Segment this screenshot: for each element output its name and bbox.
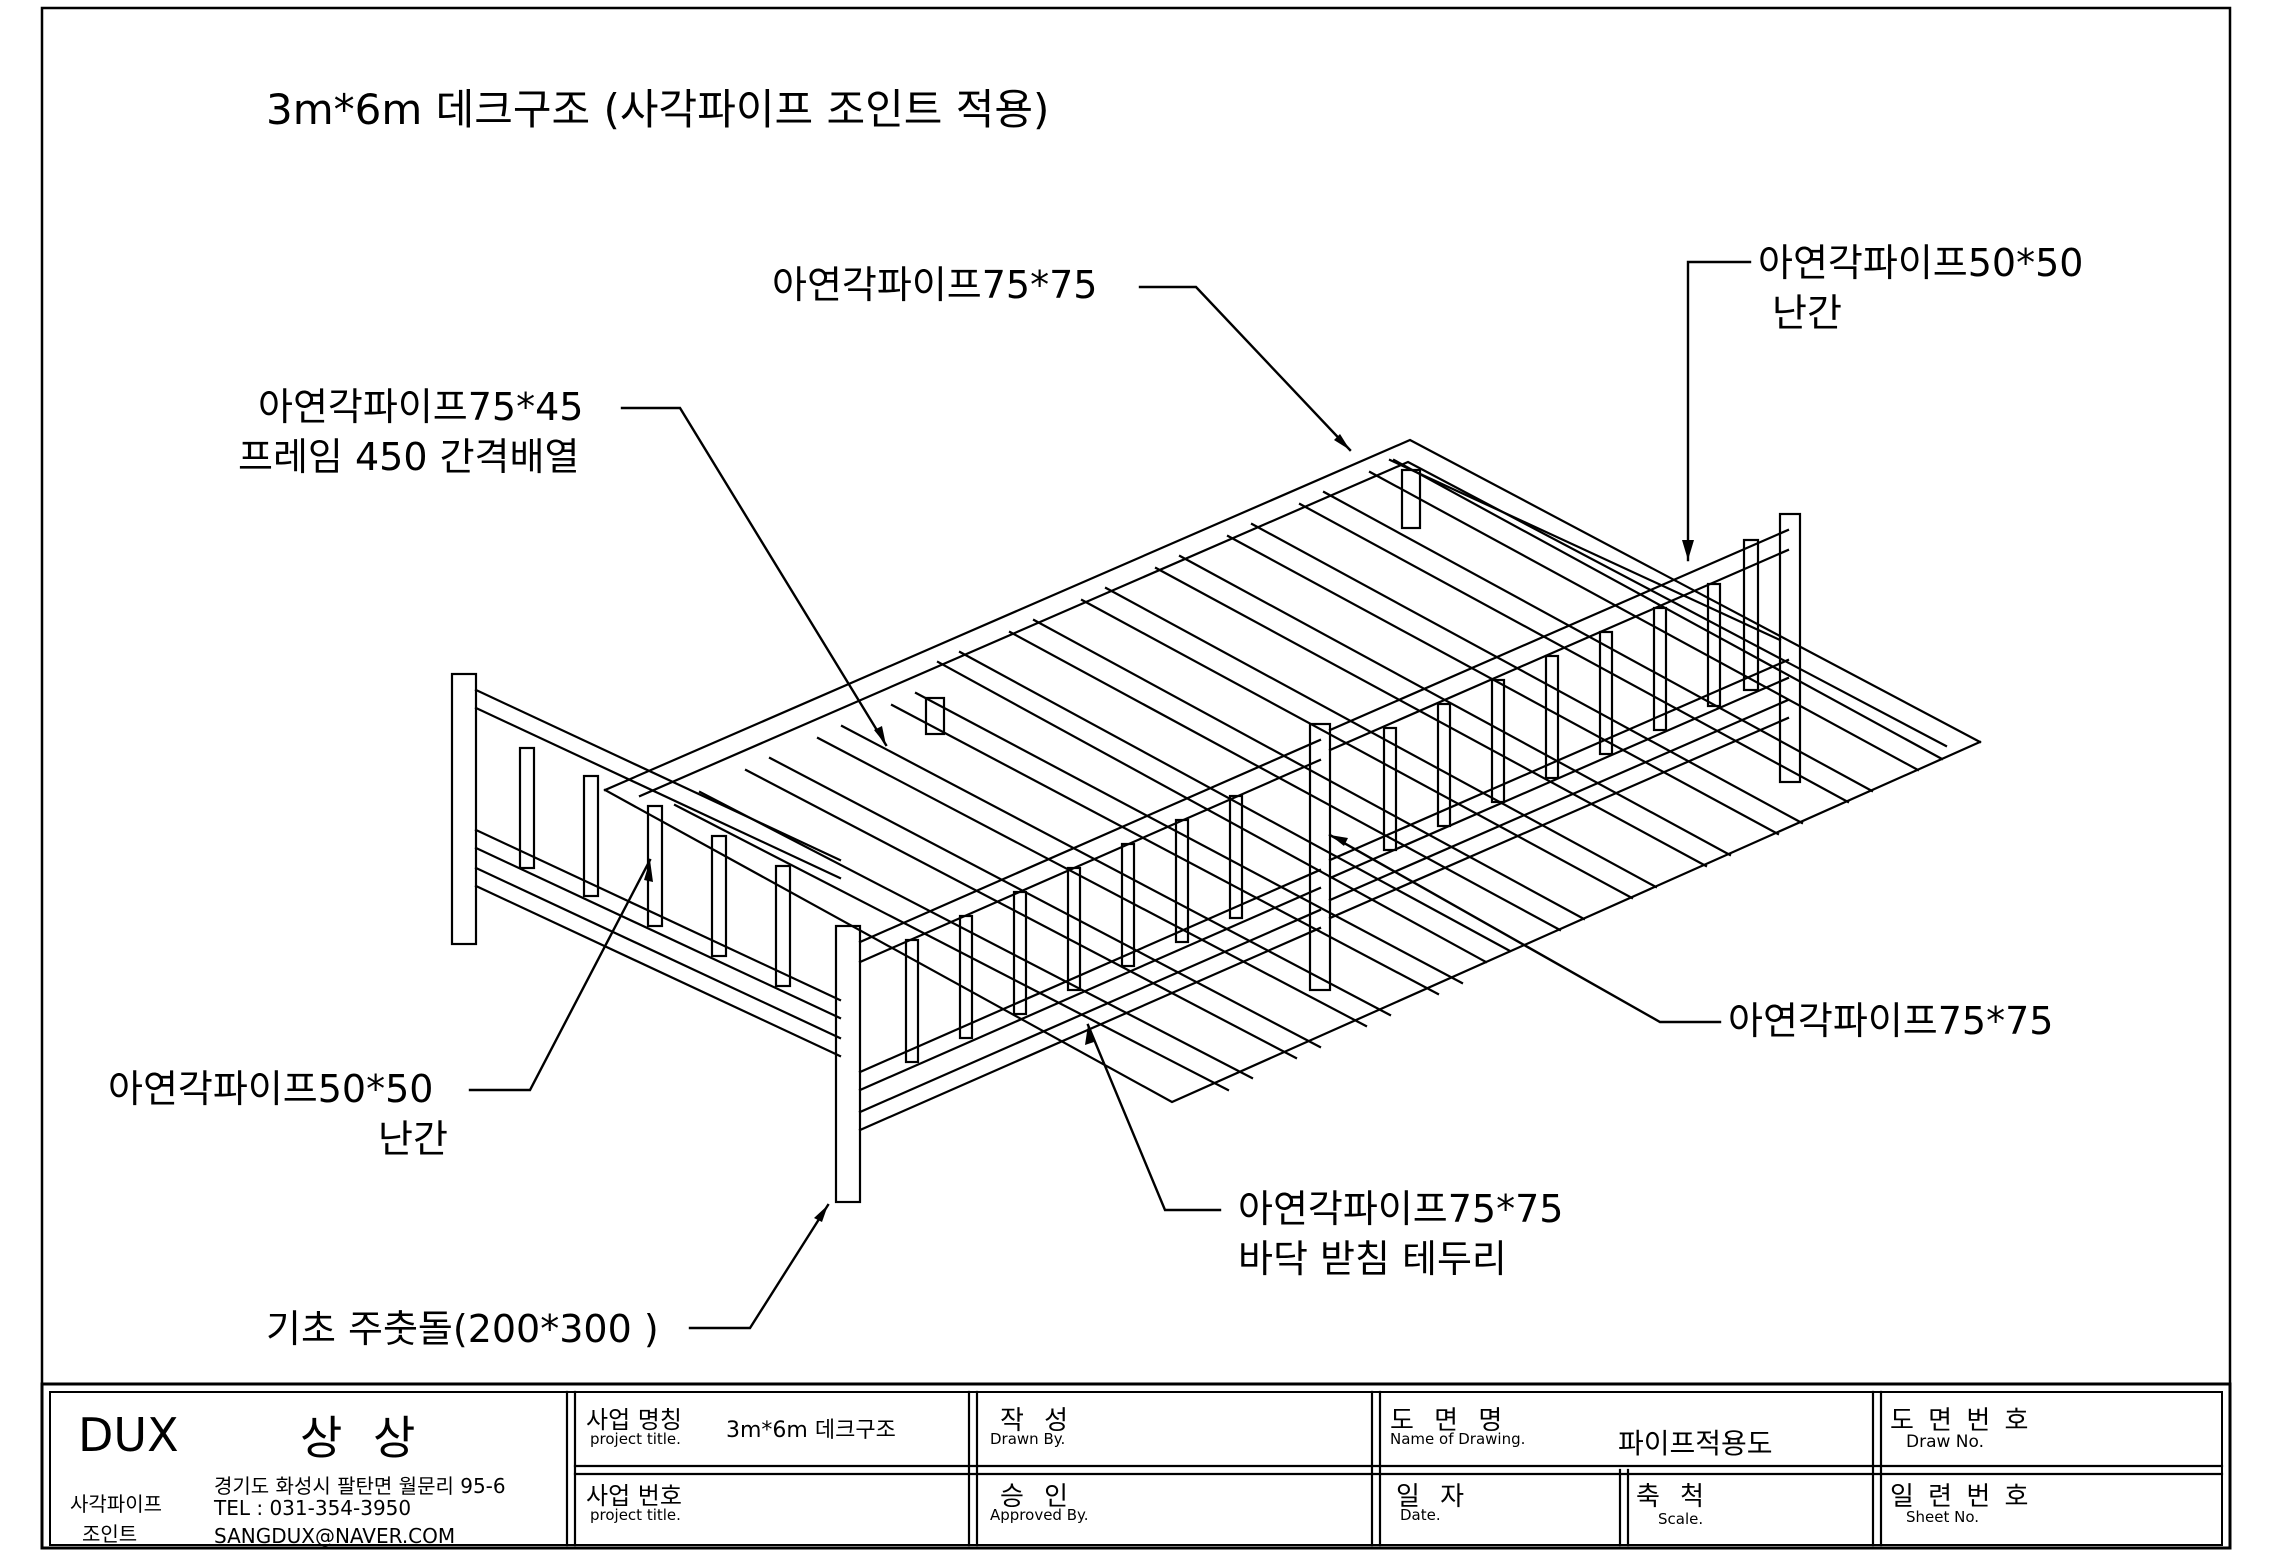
callout-frame-spacing: 프레임 450 간격배열 [238, 435, 580, 479]
brand-line-1: 사각파이프 [70, 1492, 162, 1516]
callout-rail-left-spec: 아연각파이프50*50 [108, 1067, 434, 1111]
approved-by-label: 승 인 [1000, 1482, 1075, 1512]
callout-top-beam: 아연각파이프75*75 [772, 263, 1098, 307]
approved-by-sub: Approved By. [990, 1506, 1089, 1524]
arrowheads [644, 434, 1694, 1222]
title-block-border [40, 1382, 2232, 1550]
project-name-label: 사업 명칭 [586, 1406, 682, 1434]
callout-rail-right-spec: 아연각파이프50*50 [1758, 241, 2084, 285]
front-railing-2 [1328, 528, 1790, 920]
drawing-name-sub: Name of Drawing. [1390, 1430, 1526, 1448]
leader-rail-left [468, 858, 652, 1092]
company-address: 경기도 화성시 팔탄면 월문리 95-6 [214, 1474, 506, 1498]
drawing-name-value: 파이프적용도 [1618, 1427, 1773, 1460]
drawn-by-label: 작 성 [1000, 1406, 1075, 1436]
sheet-no-sub: Sheet No. [1906, 1508, 1980, 1526]
scale-sub: Scale. [1658, 1510, 1704, 1528]
front-railing [858, 738, 1322, 1132]
company-email: SANGDUX@NAVER.COM [214, 1524, 456, 1548]
leader-lines [468, 260, 1752, 1330]
callout-footing: 기초 주춧돌(200*300 ) [266, 1307, 659, 1351]
project-no-label: 사업 번호 [586, 1482, 682, 1510]
front-corner-post [834, 924, 862, 1204]
deck-top-frame [603, 438, 1982, 792]
leader-footing [688, 1203, 830, 1330]
leader-side-beam [1328, 833, 1722, 1024]
drawing-title: 3m*6m 데크구조 (사각파이프 조인트 적용) [266, 85, 1050, 134]
brand-line-2: 조인트 [82, 1522, 138, 1546]
date-sub: Date. [1400, 1506, 1441, 1524]
project-name-value: 3m*6m 데크구조 [726, 1418, 896, 1443]
sheet-no-label: 일 련 번 호 [1890, 1482, 2032, 1512]
company-name-kr: 상 상 [300, 1411, 424, 1465]
draw-no-sub: Draw No. [1906, 1432, 1985, 1452]
scale-label: 축 척 [1636, 1482, 1711, 1512]
company-tel: TEL : 031-354-3950 [214, 1496, 412, 1520]
callout-floor-spec: 아연각파이프75*75 [1238, 1187, 1564, 1231]
date-label: 일 자 [1396, 1482, 1471, 1512]
drawn-by-sub: Drawn By. [990, 1430, 1066, 1448]
floor-joists [673, 458, 1944, 1092]
left-railing [450, 672, 842, 1058]
project-no-sub: project title. [590, 1506, 681, 1524]
draw-no-label: 도 면 번 호 [1890, 1406, 2032, 1436]
project-name-sub: project title. [590, 1430, 681, 1448]
right-corner-post [1778, 512, 1802, 784]
leader-rail-right [1686, 260, 1752, 562]
callout-floor-name: 바닥 받침 테두리 [1238, 1237, 1507, 1281]
drawing-name-label: 도 면 명 [1390, 1406, 1509, 1436]
leader-frame [620, 406, 888, 747]
callout-rail-right-name: 난간 [1772, 291, 1842, 335]
callout-rail-left-name: 난간 [378, 1117, 448, 1161]
company-name: DUX [78, 1408, 179, 1462]
callout-frame-spec: 아연각파이프75*45 [258, 385, 584, 429]
middle-post [1308, 722, 1332, 992]
leader-floor [1086, 1023, 1222, 1212]
callout-side-beam: 아연각파이프75*75 [1728, 999, 2054, 1043]
leader-top-beam [1138, 285, 1352, 452]
